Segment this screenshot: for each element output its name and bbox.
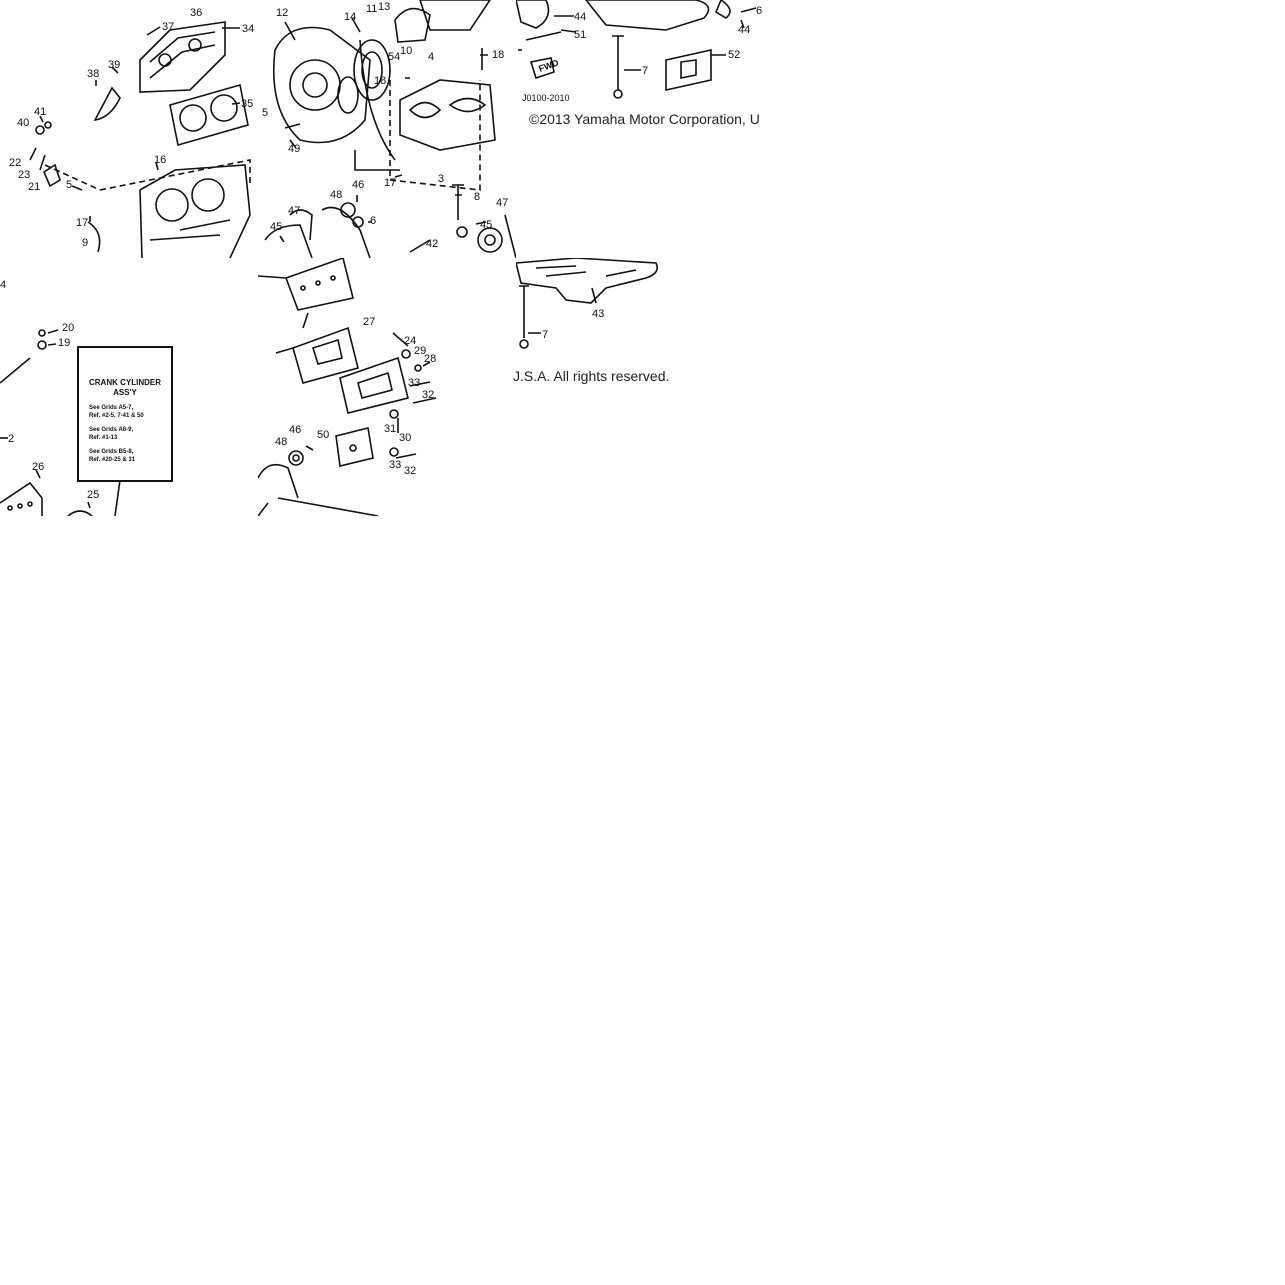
callout-45-right: 45 [480, 219, 492, 231]
upper-mount-drawing: FWD J0100-2010 44 51 7 52 6 44 [516, 0, 762, 103]
callout-11: 11 [366, 3, 377, 15]
callout-5-left: 5 [66, 179, 72, 191]
callout-41: 41 [34, 106, 46, 118]
callout-48: 48 [330, 189, 342, 201]
diagram-tile-lower-middle: 27 24 29 28 33 32 31 30 50 46 48 33 32 [258, 258, 516, 516]
callout-12: 12 [276, 7, 288, 19]
callout-10: 10 [400, 45, 412, 57]
callout-44-right: 44 [738, 24, 750, 36]
callout-6-upper: 6 [756, 5, 762, 17]
callout-20: 20 [62, 322, 74, 334]
callout-48-lower: 48 [275, 436, 287, 448]
callout-19: 19 [58, 337, 70, 349]
crank-box-ref-2: See Grids A8-9, Ref. #1-13 [89, 427, 134, 441]
callout-37: 37 [162, 21, 174, 33]
callout-7-upper: 7 [642, 65, 648, 77]
callout-42: 42 [426, 238, 438, 250]
callout-17-mid: 17 [384, 177, 396, 189]
lower-left-drawing: 4 20 19 2 26 25 [0, 279, 121, 516]
callout-50: 50 [317, 429, 329, 441]
engine-main-drawing: 36 37 34 39 38 35 41 40 22 23 21 16 5 17… [9, 0, 516, 258]
callout-7-lower: 7 [542, 329, 548, 341]
crank-box-ref-1: See Grids A5-7, Ref. #2-5, 7-41 & 50 [89, 405, 144, 419]
crank-cylinder-reference-box: CRANK CYLINDER ASS'Y See Grids A5-7, Ref… [77, 346, 173, 482]
callout-2: 2 [8, 433, 14, 445]
crank-box-title: CRANK CYLINDER ASS'Y [89, 378, 161, 397]
callout-49: 49 [288, 143, 300, 155]
callout-24: 24 [404, 335, 416, 347]
callout-46: 46 [352, 179, 364, 191]
callout-47-right: 47 [496, 197, 508, 209]
callout-3: 3 [438, 173, 444, 185]
callout-32-lower: 32 [404, 465, 416, 477]
callout-17-left: 17 [76, 217, 88, 229]
callout-40: 40 [17, 117, 29, 129]
crank-box-ref-3: See Grids B5-8, Ref. #20-25 & 31 [89, 449, 136, 463]
callout-25: 25 [87, 489, 99, 501]
callout-27: 27 [363, 316, 375, 328]
callout-33-upper: 33 [408, 377, 420, 389]
callout-44-left: 44 [574, 11, 586, 23]
copyright-line-2: J.S.A. All rights reserved. [513, 368, 670, 384]
lower-middle-drawing: 27 24 29 28 33 32 31 30 50 46 48 33 32 [258, 258, 436, 516]
callout-31: 31 [384, 423, 396, 435]
callout-54: 54 [388, 51, 400, 63]
callout-28: 28 [424, 353, 436, 365]
callout-4: 4 [428, 51, 434, 63]
callout-51: 51 [574, 29, 586, 41]
diagram-tile-engine-main: 36 37 34 39 38 35 41 40 22 23 21 16 5 17… [0, 0, 516, 258]
callout-36: 36 [190, 7, 202, 19]
callout-23: 23 [18, 169, 30, 181]
callout-39: 39 [108, 59, 120, 71]
callout-34: 34 [242, 23, 254, 35]
callout-9: 9 [82, 237, 88, 249]
callout-8: 8 [474, 191, 480, 203]
callout-5-mid: 5 [262, 107, 268, 119]
callout-47-left: 47 [288, 205, 300, 217]
callout-16: 16 [154, 154, 166, 166]
callout-45-left: 45 [270, 221, 282, 233]
callout-26: 26 [32, 461, 44, 473]
callout-13: 13 [378, 1, 390, 13]
callout-4-edge: 4 [0, 279, 6, 291]
callout-30: 30 [399, 432, 411, 444]
callout-46-lower: 46 [289, 424, 301, 436]
callout-35: 35 [241, 98, 253, 110]
callout-18-right: 18 [492, 49, 504, 61]
copyright-line-1: ©2013 Yamaha Motor Corporation, U [529, 111, 760, 127]
diagram-tile-lower-right: 7 43 [516, 258, 774, 516]
lower-right-drawing: 7 43 [516, 258, 659, 349]
callout-22: 22 [9, 157, 21, 169]
callout-32-upper: 32 [422, 389, 434, 401]
callout-43: 43 [592, 308, 604, 320]
callout-6: 6 [370, 215, 376, 227]
diagram-tile-upper-mount: FWD J0100-2010 44 51 7 52 6 44 [516, 0, 774, 130]
callout-29: 29 [414, 345, 426, 357]
callout-38: 38 [87, 68, 99, 80]
callout-14: 14 [344, 11, 356, 23]
callout-21: 21 [28, 181, 40, 193]
callout-18-mid: 18 [374, 75, 386, 87]
callout-52: 52 [728, 49, 740, 61]
diagram-code: J0100-2010 [522, 93, 570, 103]
callout-33-lower: 33 [389, 459, 401, 471]
